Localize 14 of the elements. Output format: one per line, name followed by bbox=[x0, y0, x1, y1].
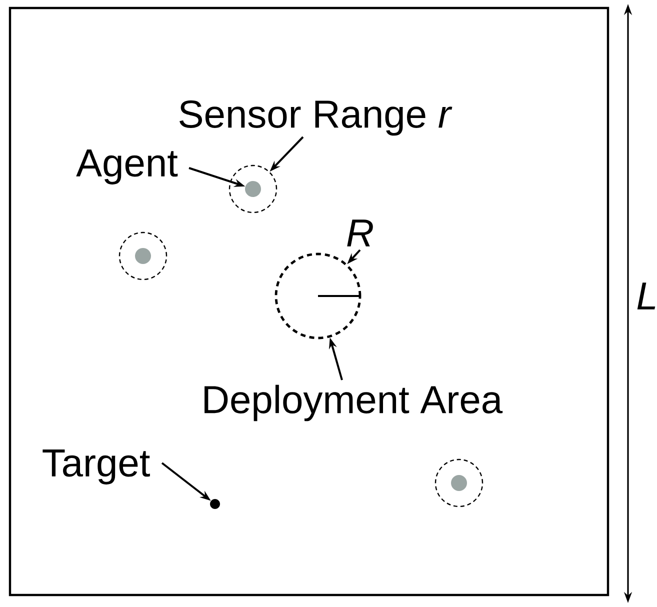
sensor-range-circle bbox=[434, 458, 484, 508]
deployment-area-circle bbox=[274, 252, 362, 340]
agent-dot bbox=[245, 181, 261, 197]
radius-label: R bbox=[347, 220, 373, 246]
label-text: Deployment Area bbox=[204, 384, 503, 422]
sensor-range-circle bbox=[118, 232, 168, 280]
label-text: Agent bbox=[76, 150, 178, 184]
sensor-range-circle bbox=[228, 164, 278, 214]
dimension-label: L bbox=[637, 282, 656, 310]
label-text: Target bbox=[42, 450, 150, 484]
target-dot bbox=[210, 499, 220, 509]
agent-dot bbox=[135, 248, 151, 264]
agent-dot bbox=[451, 475, 467, 491]
label-text: Sensor Range r bbox=[180, 100, 452, 136]
